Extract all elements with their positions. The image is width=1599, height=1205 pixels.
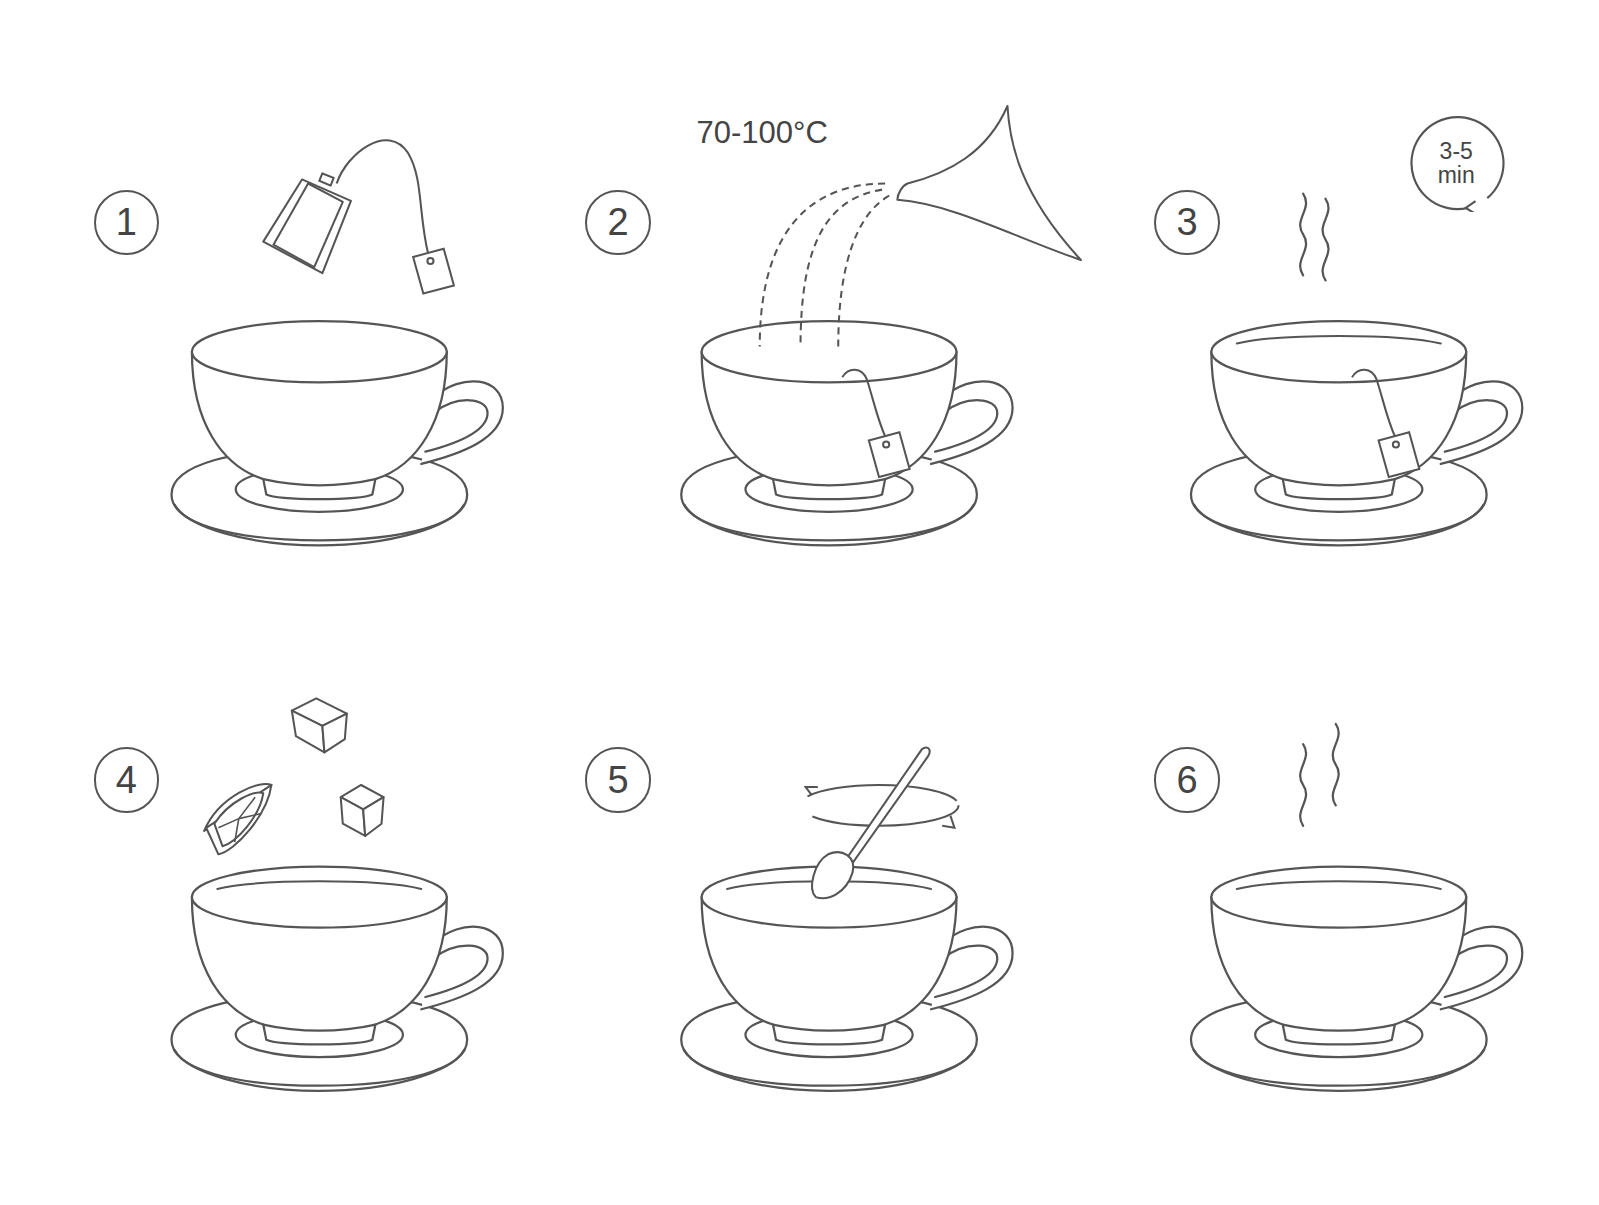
step-number: 4 bbox=[94, 747, 159, 812]
step-number-text: 1 bbox=[116, 203, 137, 241]
step-number: 6 bbox=[1154, 747, 1219, 812]
step-number: 2 bbox=[585, 190, 650, 255]
timer-circle: 3-5 min bbox=[1407, 114, 1505, 212]
step-number-text: 4 bbox=[116, 761, 137, 799]
step-number-text: 2 bbox=[607, 203, 628, 241]
step-number-text: 6 bbox=[1176, 761, 1197, 799]
time-text: 3-5 min bbox=[1431, 139, 1481, 187]
temperature-label: 70-100°C bbox=[697, 115, 828, 151]
step-number: 3 bbox=[1154, 190, 1219, 255]
step-number-text: 5 bbox=[607, 761, 628, 799]
step-number-text: 3 bbox=[1176, 203, 1197, 241]
step-number: 1 bbox=[94, 190, 159, 255]
step-number: 5 bbox=[585, 747, 650, 812]
